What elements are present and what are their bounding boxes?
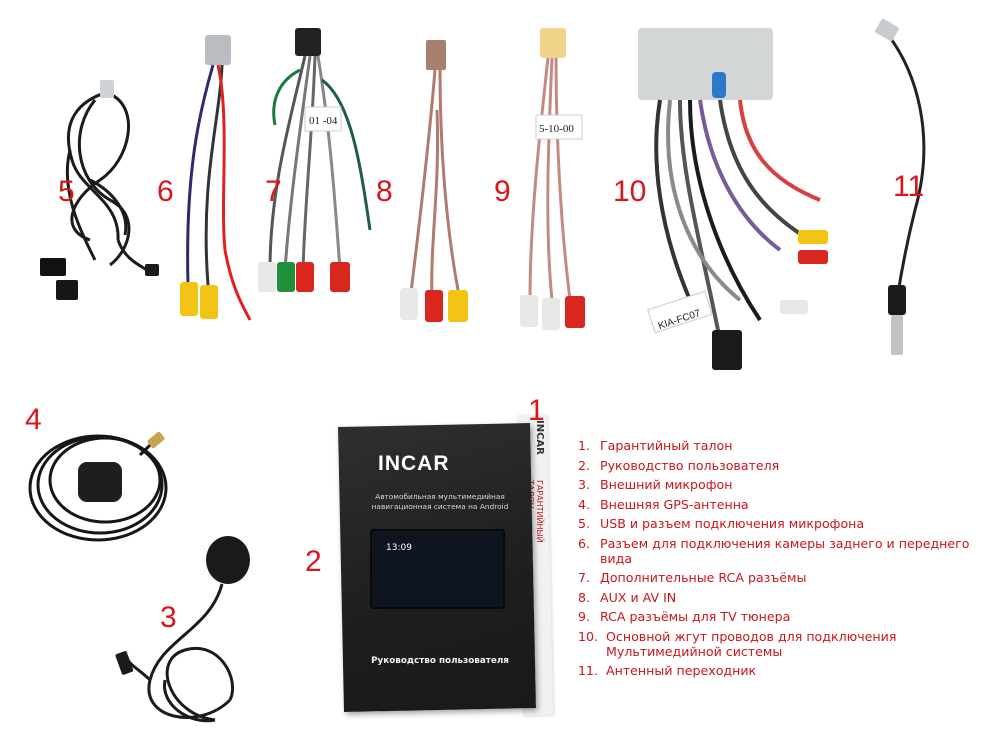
booklet-subtitle: Автомобильная мультимедийная навигационн… xyxy=(371,492,509,511)
microphone-head xyxy=(206,536,250,584)
legend-item-index: 4. xyxy=(578,496,591,512)
usb-mic-cable xyxy=(65,90,151,274)
item-number-10: 10 xyxy=(613,175,647,208)
aux-wires xyxy=(408,69,460,301)
mic-plug xyxy=(115,651,134,675)
item-number-9: 9 xyxy=(494,175,511,208)
rca-plug xyxy=(200,285,218,319)
legend-item-index: 11. xyxy=(578,663,599,678)
tv-wires xyxy=(528,57,572,301)
gps-connector xyxy=(147,431,165,449)
rca-plug xyxy=(296,262,314,292)
legend-item-text: Разъем для подключения камеры заднего и … xyxy=(600,535,970,566)
legend-item-text: USB и разъем подключения микрофона xyxy=(600,516,865,531)
aux-connector xyxy=(426,40,446,70)
legend-item-text: Дополнительные RCA разъёмы xyxy=(600,570,807,585)
cable-tag-text: 01 -04 xyxy=(309,115,338,127)
item-number-2: 2 xyxy=(305,545,322,578)
mic-jack xyxy=(145,264,159,276)
main-harness-connector xyxy=(638,28,773,100)
cable-tag-text: 5-10-00 xyxy=(539,123,574,135)
cable-tag xyxy=(647,290,713,334)
camera-wires xyxy=(186,64,252,321)
rca-plug xyxy=(565,296,585,328)
legend-item: 5. USB и разъем подключения микрофона xyxy=(578,516,998,531)
legend-item: 3. Внешний микрофон xyxy=(578,477,998,492)
legend-item-text: Руководство пользователя xyxy=(600,457,780,473)
warranty-brand: INCAR xyxy=(534,420,545,455)
rca-connector xyxy=(295,28,321,56)
antenna-socket xyxy=(875,18,899,42)
legend-item: 2. Руководство пользователя xyxy=(578,458,998,473)
camera-connector xyxy=(205,35,231,65)
rca-plug xyxy=(277,262,295,292)
booklet-screen-image xyxy=(370,529,505,609)
legend-item: 6. Разъем для подключения камеры заднего … xyxy=(578,536,998,566)
cable-connector xyxy=(100,80,114,98)
item-number-8: 8 xyxy=(376,175,393,208)
rca-plug xyxy=(798,230,828,244)
rca-plug xyxy=(520,295,538,327)
rca-wires xyxy=(268,55,372,271)
harness-connector xyxy=(712,330,742,370)
main-harness-wires xyxy=(654,99,821,341)
item-number-3: 3 xyxy=(160,601,177,634)
rca-plug xyxy=(180,282,198,316)
rca-plug xyxy=(780,300,808,314)
usb-plug xyxy=(40,258,66,276)
component-legend: 1. Гарантийный талон 2. Руководство пользо… xyxy=(578,438,998,683)
legend-item-text: Внешняя GPS-антенна xyxy=(600,496,749,512)
item-number-1: 1 xyxy=(528,394,545,427)
rca-plug xyxy=(258,262,276,292)
item-number-7: 7 xyxy=(265,175,282,208)
gps-antenna-puck xyxy=(78,462,122,502)
rca-plug xyxy=(448,290,468,322)
legend-item: 8. AUX и AV IN xyxy=(578,590,998,605)
legend-item: 1. Гарантийный талон xyxy=(578,438,998,453)
microphone-cable xyxy=(126,583,235,723)
legend-item: 7. Дополнительные RCA разъёмы xyxy=(578,570,998,585)
antenna-cable xyxy=(878,24,926,301)
legend-item-index: 3. xyxy=(578,477,591,492)
legend-item-index: 2. xyxy=(578,457,591,473)
main-harness-clip xyxy=(712,72,726,98)
item-number-11: 11 xyxy=(893,170,925,203)
legend-item: 4. Внешняя GPS-антенна xyxy=(578,497,998,512)
gps-cable xyxy=(28,434,168,542)
rca-plug xyxy=(400,288,418,320)
legend-item-index: 6. xyxy=(578,535,591,551)
legend-item-text: Внешний микрофон xyxy=(600,477,733,492)
legend-item-text: RCA разъёмы для TV тюнера xyxy=(600,609,791,624)
legend-item: 10. Основной жгут проводов для подключени… xyxy=(578,629,998,659)
item-number-6: 6 xyxy=(157,175,174,208)
legend-item: 11. Антенный переходник xyxy=(578,663,998,678)
antenna-plug xyxy=(888,285,906,315)
booklet-screen-time: 13:09 xyxy=(386,543,412,553)
legend-item-index: 1. xyxy=(578,438,591,453)
tv-connector xyxy=(540,28,566,58)
cable-tag xyxy=(535,114,583,140)
legend-item-index: 9. xyxy=(578,609,591,624)
legend-item-index: 8. xyxy=(578,589,591,605)
legend-item-text: Основной жгут проводов для подключения М… xyxy=(606,628,897,659)
item-number-5: 5 xyxy=(58,175,75,208)
legend-item: 9. RCA разъёмы для TV тюнера xyxy=(578,609,998,624)
rca-plug xyxy=(542,298,560,330)
rca-plug xyxy=(425,290,443,322)
legend-item-text: Антенный переходник xyxy=(606,663,757,678)
cable-tag xyxy=(304,106,342,132)
legend-item-text: Гарантийный талон xyxy=(600,438,733,453)
item-number-4: 4 xyxy=(25,403,42,436)
usb-plug xyxy=(56,280,78,300)
antenna-plug-tip xyxy=(891,315,903,355)
legend-item-index: 10. xyxy=(578,628,599,644)
booklet-brand: INCAR xyxy=(378,452,450,475)
rca-plug xyxy=(798,250,828,264)
booklet-footer: Руководство пользователя xyxy=(371,656,509,666)
legend-item-index: 7. xyxy=(578,570,591,585)
rca-plug xyxy=(330,262,350,292)
legend-item-index: 5. xyxy=(578,516,591,531)
legend-item-text: AUX и AV IN xyxy=(600,589,677,605)
